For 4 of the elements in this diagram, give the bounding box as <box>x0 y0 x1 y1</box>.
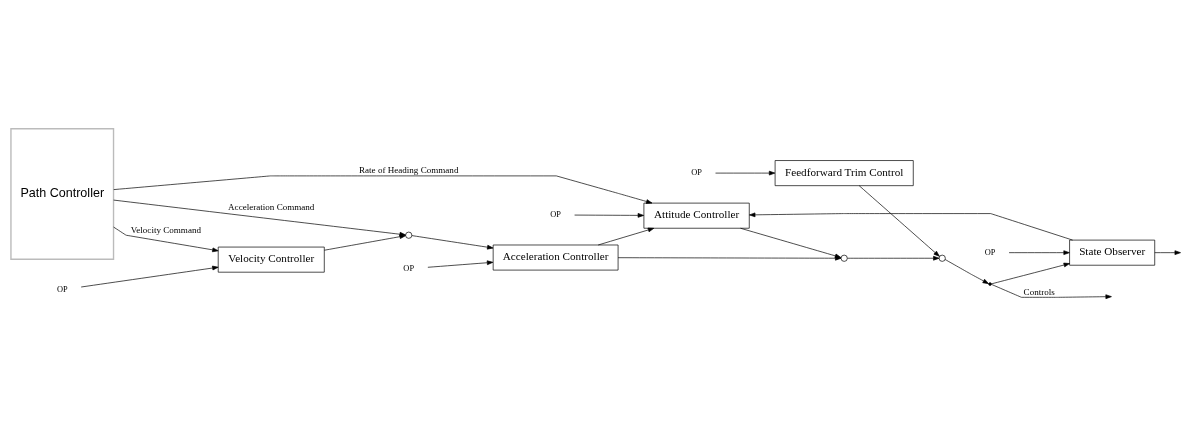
edge-label: Acceleration Command <box>228 201 315 212</box>
edge-label: Controls <box>1023 286 1055 297</box>
edge-label: Velocity Command <box>130 224 201 235</box>
edge-label: Rate of Heading Command <box>359 164 459 175</box>
